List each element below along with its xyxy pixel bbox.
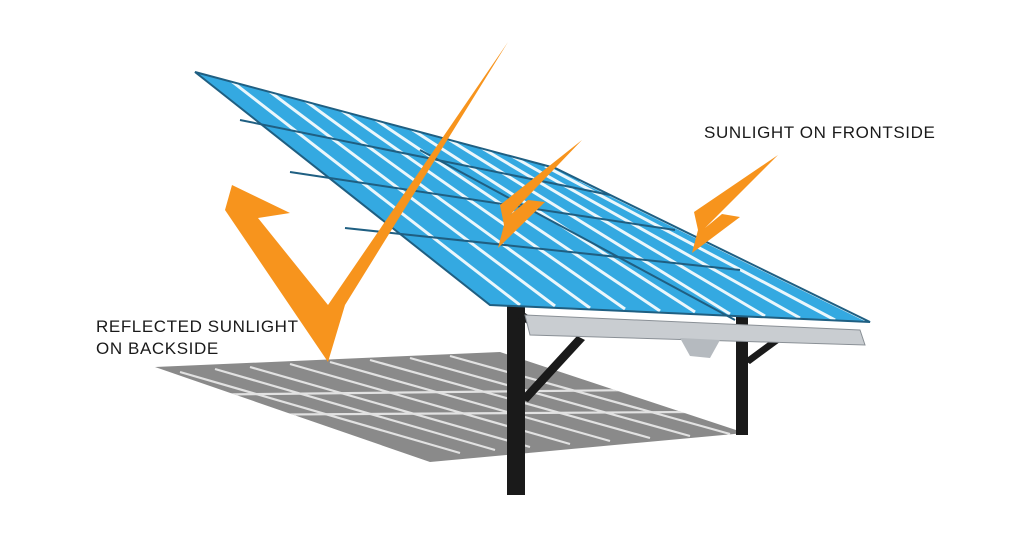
support-post-front xyxy=(507,305,525,495)
panel-seam xyxy=(419,149,736,321)
mounting-rail xyxy=(524,314,866,358)
panel-seam xyxy=(289,171,676,231)
ground-shadow xyxy=(155,352,745,462)
brace-front xyxy=(520,336,585,402)
panel-seam xyxy=(239,119,611,196)
support-post-rear xyxy=(736,315,748,435)
sunlight-arrow-left xyxy=(498,140,582,248)
sunlight-arrows xyxy=(225,42,778,362)
reflection-arrow xyxy=(225,42,508,362)
label-sunlight-frontside: SUNLIGHT ON FRONTSIDE xyxy=(704,123,936,142)
label-reflected-sunlight-backside: REFLECTED SUNLIGHT ON BACKSIDE xyxy=(96,317,299,358)
sunlight-arrow-right xyxy=(692,155,778,253)
panel-seam xyxy=(344,227,741,271)
panel-surface xyxy=(195,72,870,322)
